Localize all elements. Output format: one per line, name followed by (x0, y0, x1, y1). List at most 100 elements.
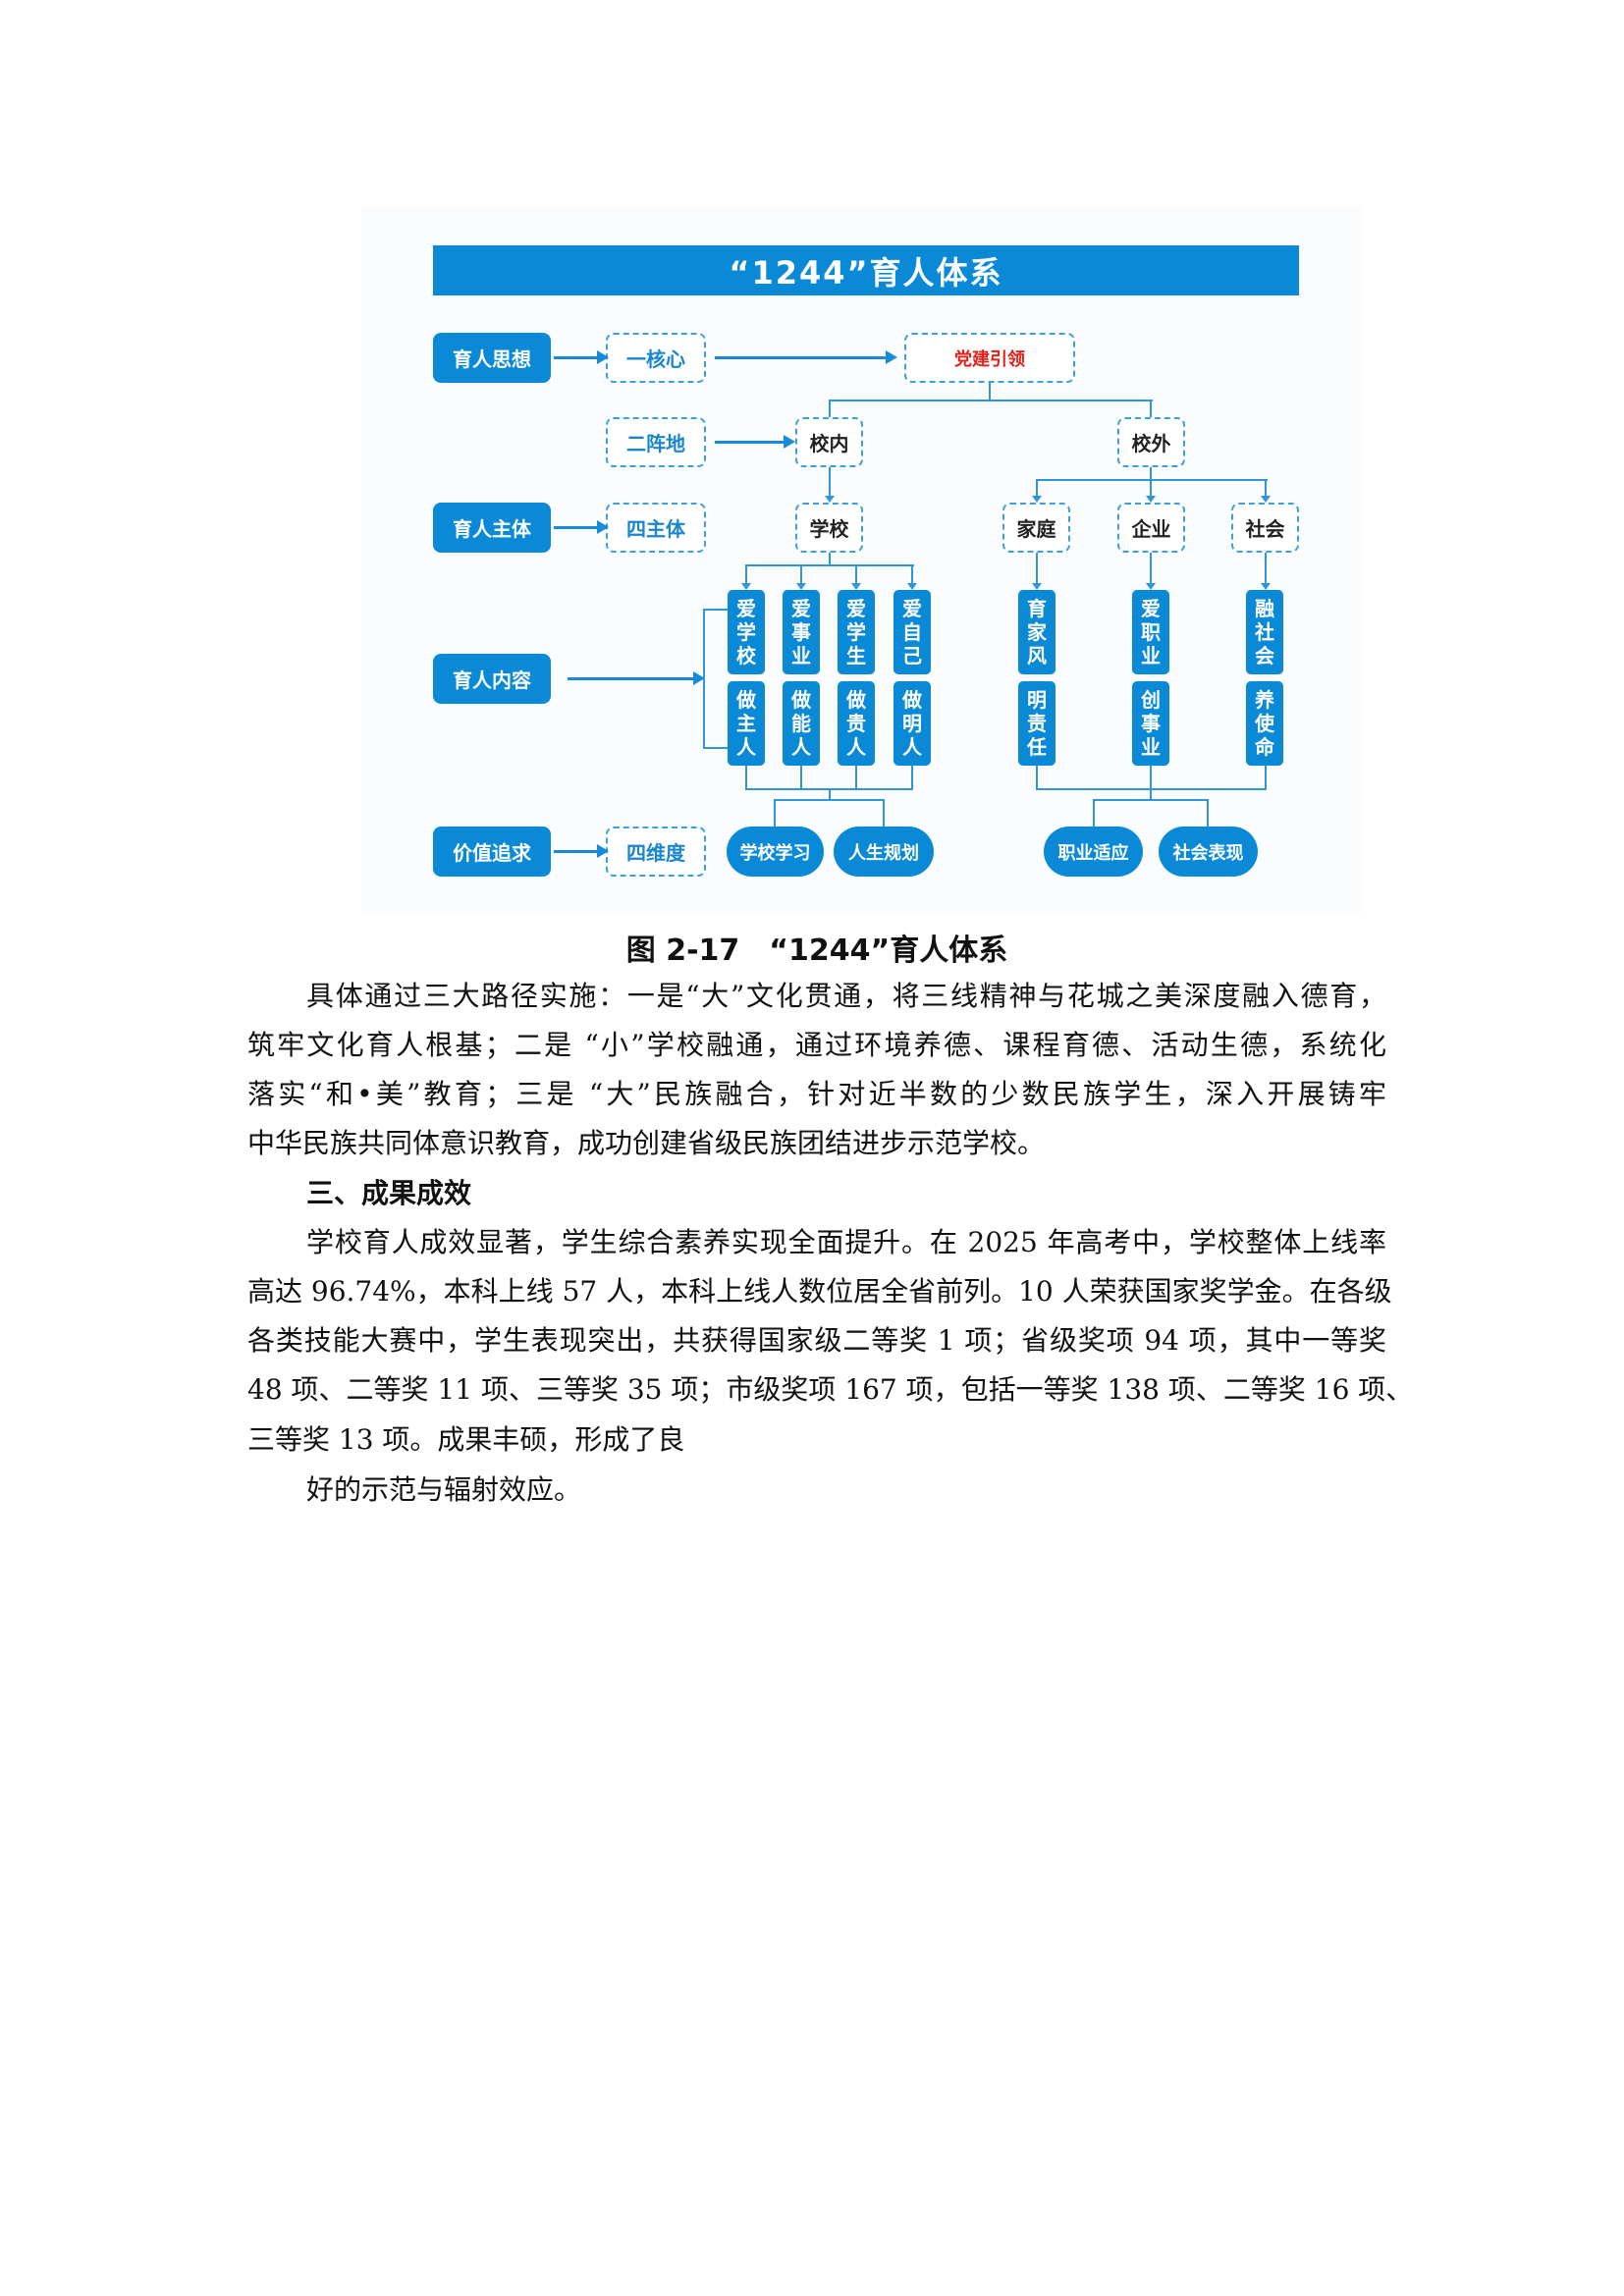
vbox-love-profession: 爱职业 (1132, 590, 1169, 674)
box-family: 家庭 (1002, 503, 1070, 553)
paragraph-line: 学校育人成效显著，学生综合素养实现全面提升。在 2025 年高考中，学校整体上线… (306, 1226, 1386, 1258)
arrow-down-icon (1032, 553, 1042, 590)
vbox-char: 育 (1027, 597, 1047, 620)
section-heading: 三、成果成效 (306, 1177, 472, 1209)
connector (800, 766, 802, 789)
vbox-char: 家 (1027, 620, 1047, 644)
vbox-char: 自 (902, 620, 922, 644)
vbox-char: 风 (1027, 644, 1047, 667)
box-four-subjects: 四主体 (606, 503, 706, 553)
bracket (703, 609, 705, 749)
connector (855, 766, 857, 789)
vbox-char: 任 (1027, 735, 1047, 759)
arrow-right-icon (554, 844, 609, 858)
paragraph-line: 筑牢文化育人根基；二是 “小”学校融通，通过环境养德、课程育德、活动生德，系统化 (247, 1029, 1386, 1061)
connector (829, 400, 1153, 401)
vbox-char: 校 (736, 644, 756, 667)
paragraph-line: 高达 96.74%，本科上线 57 人，本科上线人数位居全省前列。10 人荣获国… (247, 1275, 1392, 1308)
paragraph-line: 落实“和•美”教育；三是 “大”民族融合，针对近半数的少数民族学生，深入开展铸牢 (247, 1078, 1386, 1110)
vbox-be-noble: 做贵人 (838, 681, 875, 766)
paragraph-line: 48 项、二等奖 11 项、三等奖 35 项；市级奖项 167 项，包括一等奖 … (247, 1373, 1414, 1406)
vbox-char: 人 (736, 735, 756, 759)
vbox-char: 人 (846, 735, 866, 759)
vbox-char: 爱 (846, 597, 866, 620)
bracket (703, 747, 728, 749)
arrow-down-icon (796, 564, 806, 590)
arrow-right-icon (554, 520, 609, 534)
arrow-down-icon (1032, 479, 1042, 503)
arrow-down-icon (851, 564, 861, 590)
vbox-char: 事 (791, 620, 811, 644)
vbox-char: 使 (1255, 712, 1274, 735)
pill-career-adapt: 职业适应 (1044, 827, 1143, 877)
vbox-char: 爱 (902, 597, 922, 620)
connector (829, 400, 831, 417)
connector (911, 766, 913, 789)
vbox-char: 人 (902, 735, 922, 759)
vbox-char: 命 (1255, 735, 1274, 759)
arrow-down-icon (741, 564, 751, 590)
vbox-char: 事 (1141, 712, 1161, 735)
paragraph-line: 各类技能大赛中，学生表现突出，共获得国家级二等奖 1 项；省级奖项 94 项，其… (247, 1324, 1386, 1357)
vbox-char: 人 (791, 735, 811, 759)
connector (1093, 799, 1095, 827)
connector (1150, 766, 1152, 789)
arrow-down-icon (825, 467, 835, 503)
connector (883, 799, 885, 827)
arrow-right-icon (715, 435, 795, 449)
connector (1036, 766, 1038, 789)
pill-social-performance: 社会表现 (1159, 827, 1258, 877)
label-value: 价值追求 (433, 827, 551, 877)
vbox-love-school: 爱学校 (728, 590, 765, 674)
figure-background (361, 206, 1363, 913)
vbox-char: 做 (791, 688, 811, 712)
pill-school-study: 学校学习 (727, 827, 824, 877)
vbox-char: 做 (846, 688, 866, 712)
vbox-char: 社 (1255, 620, 1274, 644)
connector (745, 766, 747, 789)
vbox-char: 业 (791, 644, 811, 667)
arrow-right-icon (568, 671, 705, 685)
vbox-char: 融 (1255, 597, 1274, 620)
vbox-char: 爱 (736, 597, 756, 620)
arrow-right-icon (554, 350, 609, 364)
box-one-core: 一核心 (606, 333, 706, 383)
box-outside-school: 校外 (1117, 417, 1185, 467)
arrow-down-icon (907, 564, 917, 590)
connector (774, 799, 776, 827)
connector (1150, 467, 1152, 480)
vbox-char: 学 (846, 620, 866, 644)
vbox-char: 责 (1027, 712, 1047, 735)
arrow-down-icon (1146, 479, 1156, 503)
box-inside-school: 校内 (795, 417, 863, 467)
vbox-be-master: 做主人 (728, 681, 765, 766)
label-subject: 育人主体 (433, 503, 551, 553)
vbox-char: 主 (736, 712, 756, 735)
box-four-dimensions: 四维度 (606, 827, 706, 877)
vbox-be-wise: 做明人 (893, 681, 931, 766)
vbox-char: 业 (1141, 735, 1161, 759)
arrow-right-icon (715, 350, 897, 364)
connector (774, 799, 885, 801)
vbox-char: 职 (1141, 620, 1161, 644)
paragraph-line: 好的示范与辐射效应。 (306, 1473, 582, 1506)
bracket (703, 609, 728, 611)
paragraph-line: 具体通过三大路径实施：一是“大”文化贯通，将三线精神与花城之美深度融入德育， (306, 980, 1386, 1012)
vbox-char: 能 (791, 712, 811, 735)
vbox-love-career: 爱事业 (783, 590, 820, 674)
vbox-char: 学 (736, 620, 756, 644)
paragraph-line: 三等奖 13 项。成果丰硕，形成了良 (247, 1423, 685, 1456)
vbox-char: 明 (902, 712, 922, 735)
figure-title: “1244”育人体系 (433, 245, 1299, 295)
arrow-down-icon (1146, 553, 1156, 590)
connector (829, 553, 831, 565)
box-two-fronts: 二阵地 (606, 417, 706, 467)
vbox-char: 贵 (846, 712, 866, 735)
vbox-family-style: 育家风 (1018, 590, 1056, 674)
arrow-down-icon (1261, 479, 1271, 503)
vbox-char: 会 (1255, 644, 1274, 667)
box-society: 社会 (1231, 503, 1299, 553)
vbox-char: 爱 (1141, 597, 1161, 620)
label-thought: 育人思想 (433, 333, 551, 383)
label-content: 育人内容 (433, 654, 551, 704)
